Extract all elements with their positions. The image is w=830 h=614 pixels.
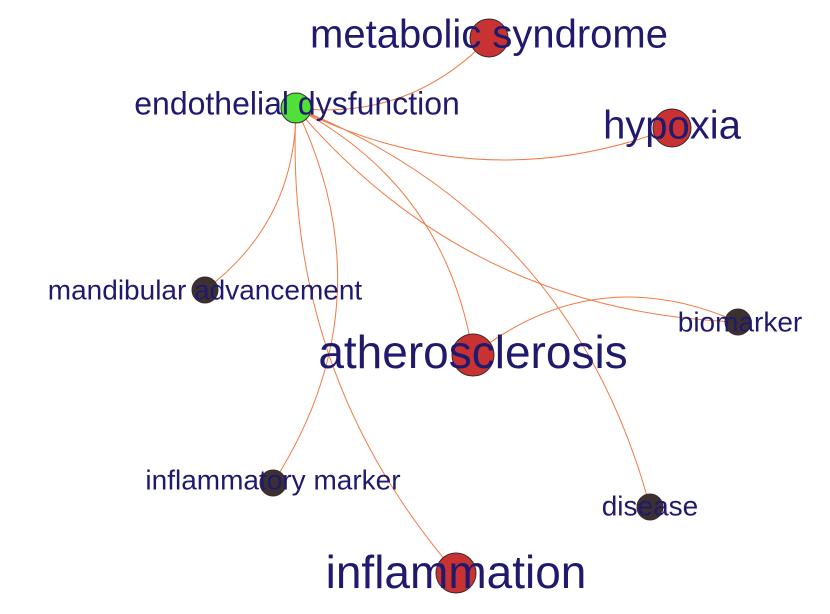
node-metabolic-syndrome[interactable] bbox=[469, 18, 509, 58]
edge-endothelial-dysfunction-to-atherosclerosis bbox=[295, 107, 474, 356]
edge-endothelial-dysfunction-to-biomarker bbox=[295, 107, 739, 323]
node-endothelial-dysfunction[interactable] bbox=[280, 92, 312, 124]
node-label-inflammatory-marker: inflammatory marker bbox=[145, 464, 400, 495]
node-inflammatory-marker[interactable] bbox=[259, 469, 287, 497]
edge-layer bbox=[204, 37, 739, 574]
node-label-metabolic-syndrome: metabolic syndrome bbox=[310, 13, 668, 57]
edge-endothelial-dysfunction-to-mandibular-advancement bbox=[204, 107, 297, 291]
node-label-biomarker: biomarker bbox=[678, 306, 802, 337]
node-label-mandibular-advancement: mandibular advancement bbox=[48, 274, 363, 305]
node-label-inflammation: inflammation bbox=[326, 546, 587, 598]
edge-endothelial-dysfunction-to-inflammation bbox=[294, 107, 457, 574]
node-inflammation[interactable] bbox=[435, 552, 477, 594]
edge-endothelial-dysfunction-to-disease bbox=[295, 107, 651, 508]
edge-endothelial-dysfunction-to-inflammatory-marker bbox=[272, 107, 339, 484]
node-label-hypoxia: hypoxia bbox=[603, 104, 742, 148]
node-layer bbox=[191, 18, 752, 594]
node-atherosclerosis[interactable] bbox=[451, 333, 495, 377]
label-layer: endothelial dysfunction metabolic syndrom… bbox=[48, 13, 802, 599]
node-label-atherosclerosis: atherosclerosis bbox=[318, 326, 627, 378]
node-label-endothelial-dysfunction: endothelial dysfunction bbox=[134, 85, 460, 121]
edge-atherosclerosis-to-biomarker bbox=[472, 296, 739, 356]
node-label-disease: disease bbox=[602, 490, 699, 521]
edge-endothelial-dysfunction-to-metabolic-syndrome bbox=[295, 37, 490, 111]
node-biomarker[interactable] bbox=[724, 308, 752, 336]
node-hypoxia[interactable] bbox=[652, 108, 692, 148]
node-disease[interactable] bbox=[636, 493, 664, 521]
node-mandibular-advancement[interactable] bbox=[191, 276, 219, 304]
